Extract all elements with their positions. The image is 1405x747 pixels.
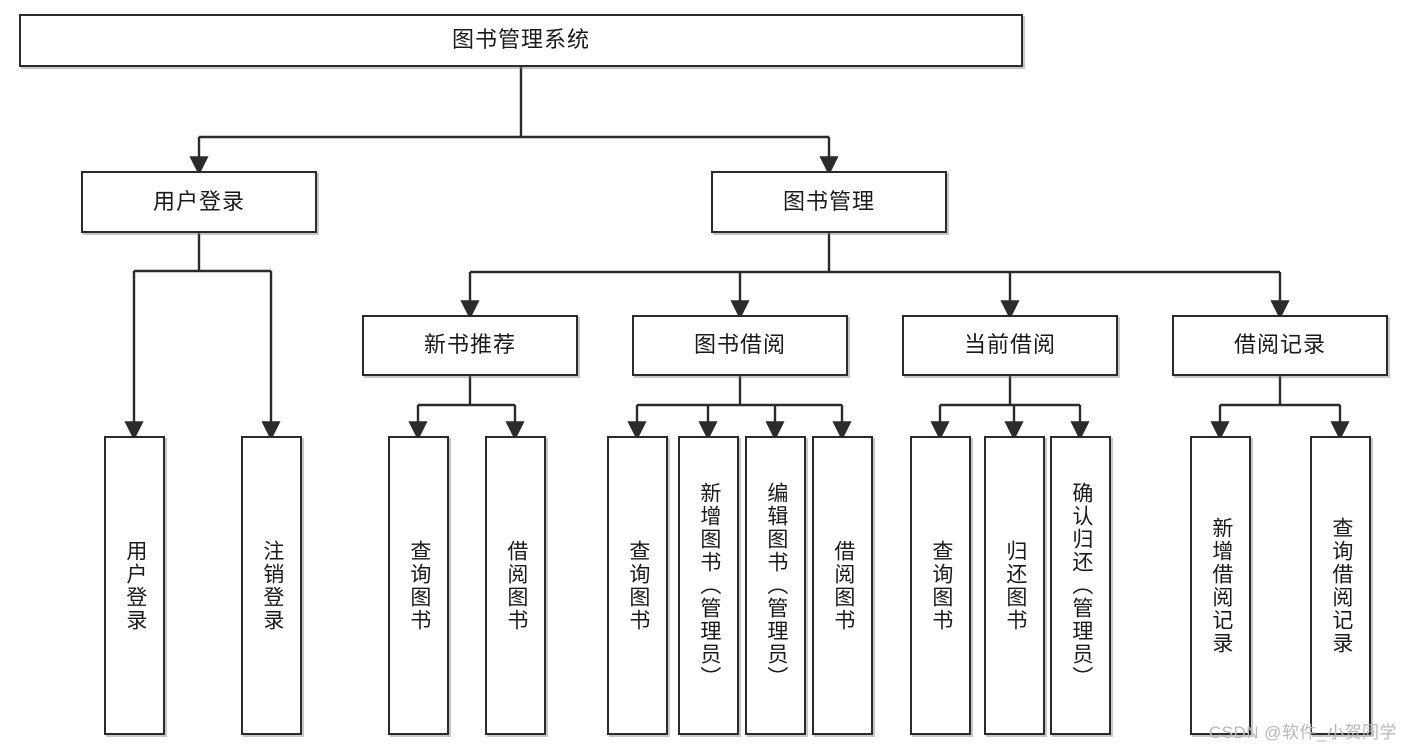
node-user-login[interactable]: 用户登录 — [81, 171, 317, 233]
node-new-book-recommend[interactable]: 新书推荐 — [362, 315, 578, 376]
leaf-logout-login[interactable]: 注销登录 — [241, 436, 302, 735]
node-borrow-record[interactable]: 借阅记录 — [1172, 315, 1388, 376]
leaf-query-book-2[interactable]: 查询图书 — [607, 436, 668, 735]
node-book-manage[interactable]: 图书管理 — [711, 171, 947, 233]
node-label: 图书管理 — [782, 188, 875, 214]
node-label: 确认归还（管理员） — [1069, 482, 1093, 689]
node-label: 借阅记录 — [1233, 332, 1326, 358]
leaf-confirm-return-admin[interactable]: 确认归还（管理员） — [1050, 436, 1111, 735]
node-label: 查询图书 — [407, 539, 431, 632]
node-label: 编辑图书（管理员） — [764, 482, 788, 689]
node-label: 用户登录 — [152, 188, 245, 214]
leaf-edit-book-admin[interactable]: 编辑图书（管理员） — [745, 436, 806, 735]
node-label: 查询图书 — [929, 539, 953, 632]
leaf-add-borrow-record[interactable]: 新增借阅记录 — [1190, 436, 1251, 735]
leaf-borrow-book-2[interactable]: 借阅图书 — [812, 436, 873, 735]
leaf-query-book-3[interactable]: 查询图书 — [910, 436, 971, 735]
node-label: 新增图书（管理员） — [697, 482, 721, 689]
leaf-borrow-book-1[interactable]: 借阅图书 — [485, 436, 546, 735]
node-label: 借阅图书 — [831, 539, 855, 632]
node-label: 新书推荐 — [423, 332, 516, 358]
node-label: 注销登录 — [260, 539, 284, 632]
node-book-borrow[interactable]: 图书借阅 — [632, 315, 848, 376]
leaf-return-book[interactable]: 归还图书 — [984, 436, 1045, 735]
node-label: 图书借阅 — [693, 332, 786, 358]
node-label: 查询图书 — [626, 539, 650, 632]
node-label: 借阅图书 — [504, 539, 528, 632]
leaf-query-book-1[interactable]: 查询图书 — [388, 436, 449, 735]
node-label: 当前借阅 — [963, 332, 1056, 358]
node-current-borrow[interactable]: 当前借阅 — [902, 315, 1118, 376]
node-label: 查询借阅记录 — [1329, 516, 1353, 655]
leaf-add-book-admin[interactable]: 新增图书（管理员） — [678, 436, 739, 735]
node-label: 归还图书 — [1003, 539, 1027, 632]
csdn-watermark: CSDN @软件_小贺同学 — [1208, 723, 1397, 742]
leaf-user-login[interactable]: 用户登录 — [104, 436, 165, 735]
leaf-query-borrow-record[interactable]: 查询借阅记录 — [1310, 436, 1371, 735]
node-root-system[interactable]: 图书管理系统 — [19, 14, 1023, 67]
node-label: 图书管理系统 — [451, 27, 590, 53]
node-label: 新增借阅记录 — [1209, 516, 1233, 655]
node-label: 用户登录 — [123, 539, 147, 632]
